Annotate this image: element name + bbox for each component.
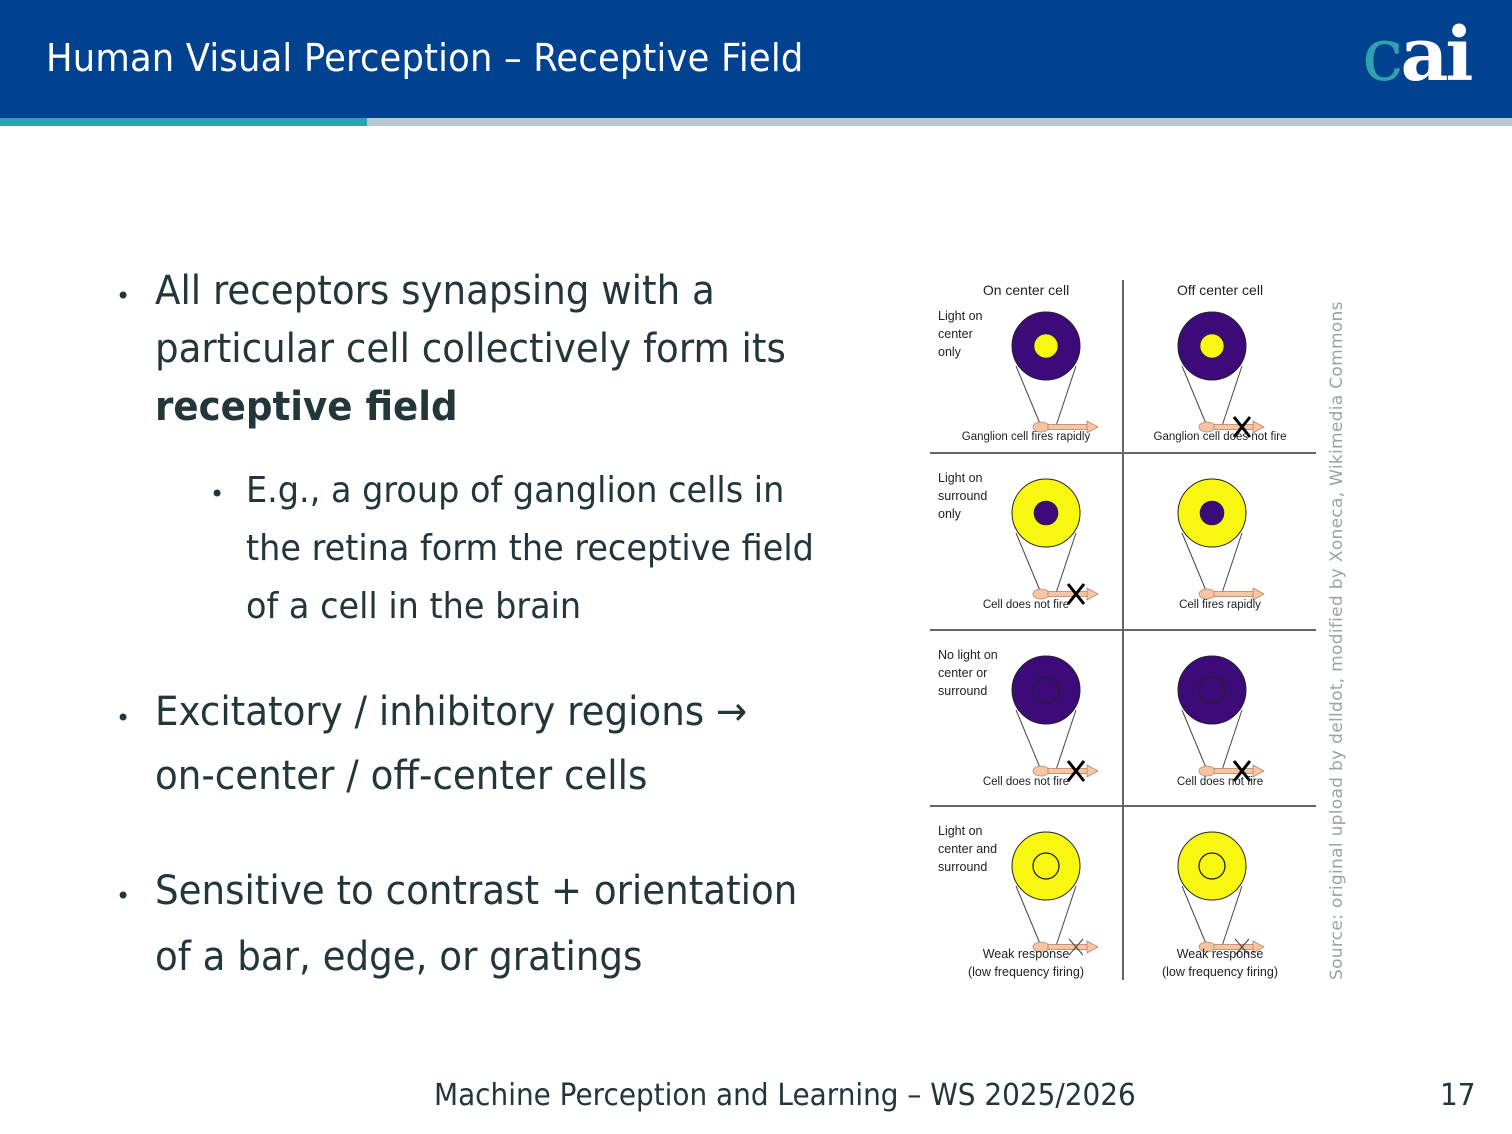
- response-caption: (low frequency firing): [968, 965, 1084, 979]
- response-caption: Cell does not fire: [1177, 776, 1263, 788]
- no-fire-x-icon: [1066, 583, 1086, 605]
- emphasis-term: receptive field: [155, 384, 458, 430]
- no-fire-x-icon: [1232, 416, 1252, 438]
- footer-course: Machine Perception and Learning – WS 202…: [434, 1078, 1136, 1113]
- cone-line: [1221, 885, 1243, 947]
- cone-line: [1181, 365, 1208, 427]
- weak-fire-x-icon: [1068, 938, 1084, 956]
- cone-line: [1181, 885, 1208, 947]
- row-condition-label: surround: [938, 684, 987, 698]
- progress-track: [367, 118, 1512, 126]
- receptive-field-center: [1033, 333, 1059, 359]
- response-caption: Ganglion cell fires rapidly: [962, 431, 1091, 443]
- cone-line: [1181, 532, 1208, 594]
- cone-line: [1015, 885, 1042, 947]
- axon-arrowhead: [1252, 940, 1265, 954]
- receptive-field-center: [1198, 852, 1226, 880]
- row-condition-label: center or: [938, 666, 987, 680]
- bullet-dot: •: [116, 704, 131, 732]
- axon: [1213, 768, 1255, 774]
- row-condition-label: surround: [938, 860, 987, 874]
- row-condition-label: only: [938, 345, 962, 359]
- receptive-field-center: [1033, 500, 1059, 526]
- ganglion-soma: [1198, 765, 1216, 777]
- axon: [1047, 424, 1089, 430]
- ganglion-soma: [1032, 588, 1050, 600]
- sub-bullet-1: E.g., a group of ganglion cells in the r…: [246, 470, 814, 627]
- row-condition-label: Light on: [938, 309, 983, 323]
- axon: [1047, 591, 1089, 597]
- sub-bullet-dot: •: [210, 480, 225, 508]
- axon-arrowhead: [1086, 764, 1099, 778]
- response-caption: Weak response: [983, 947, 1070, 961]
- cone-line: [1221, 365, 1243, 427]
- axon: [1047, 768, 1089, 774]
- receptive-field-center: [1032, 676, 1060, 704]
- receptive-field-surround: [1011, 831, 1081, 901]
- row-condition-label: center: [938, 327, 973, 341]
- cone-line: [1055, 365, 1077, 427]
- response-caption: (low frequency firing): [1162, 965, 1278, 979]
- cone-line: [1181, 709, 1208, 771]
- header-bar: Human Visual Perception – Receptive Fiel…: [0, 0, 1512, 118]
- no-fire-x-icon: [1066, 760, 1086, 782]
- response-caption: Weak response: [1177, 947, 1264, 961]
- cone-line: [1055, 885, 1077, 947]
- bullet-2: Excitatory / inhibitory regions → on-cen…: [155, 689, 748, 799]
- ganglion-soma: [1198, 588, 1216, 600]
- bullet-dot: •: [116, 282, 131, 310]
- response-caption: Cell does not fire: [983, 599, 1069, 611]
- axon-arrowhead: [1086, 587, 1099, 601]
- page-number: 17: [1440, 1078, 1476, 1113]
- row-condition-label: Light on: [938, 824, 983, 838]
- axon: [1213, 424, 1255, 430]
- receptive-field-center: [1199, 500, 1225, 526]
- receptive-field-center: [1199, 333, 1225, 359]
- cone-line: [1015, 365, 1042, 427]
- column-header-off-center: Off center cell: [1177, 282, 1263, 298]
- column-header-on-center: On center cell: [983, 282, 1069, 298]
- response-caption: Cell fires rapidly: [1179, 599, 1261, 611]
- image-source-credit: Source: original upload by delldot, modi…: [1327, 301, 1347, 980]
- no-fire-x-icon: [1232, 760, 1252, 782]
- row-condition-label: Light on: [938, 471, 983, 485]
- response-caption: Ganglion cell does not fire: [1154, 431, 1287, 443]
- cai-logo: cai: [1362, 12, 1474, 98]
- axon-arrowhead: [1252, 420, 1265, 434]
- axon-arrowhead: [1086, 940, 1099, 954]
- axon-arrowhead: [1252, 764, 1265, 778]
- receptive-field-center: [1032, 852, 1060, 880]
- bullet-1: All receptors synapsing with a particula…: [155, 262, 786, 436]
- cone-line: [1221, 532, 1243, 594]
- receptive-field-surround: [1177, 655, 1247, 725]
- bullet-3: Sensitive to contrast + orientation of a…: [155, 868, 798, 980]
- response-caption: Cell does not fire: [983, 776, 1069, 788]
- receptive-field-center: [1198, 676, 1226, 704]
- bullet-dot: •: [116, 882, 131, 910]
- receptive-field-surround: [1011, 655, 1081, 725]
- row-condition-label: center and: [938, 842, 997, 856]
- cone-line: [1015, 532, 1042, 594]
- receptive-field-surround: [1177, 831, 1247, 901]
- row-condition-label: surround: [938, 489, 987, 503]
- progress-accent: [0, 118, 367, 126]
- cone-line: [1015, 709, 1042, 771]
- axon-arrowhead: [1086, 420, 1099, 434]
- cone-line: [1055, 532, 1077, 594]
- cone-line: [1055, 709, 1077, 771]
- slide-title: Human Visual Perception – Receptive Fiel…: [46, 36, 804, 80]
- ganglion-soma: [1032, 765, 1050, 777]
- row-condition-label: No light on: [938, 648, 998, 662]
- row-condition-label: only: [938, 507, 962, 521]
- weak-fire-x-icon: [1234, 938, 1250, 956]
- axon-arrowhead: [1252, 587, 1265, 601]
- axon: [1213, 591, 1255, 597]
- cone-line: [1221, 709, 1243, 771]
